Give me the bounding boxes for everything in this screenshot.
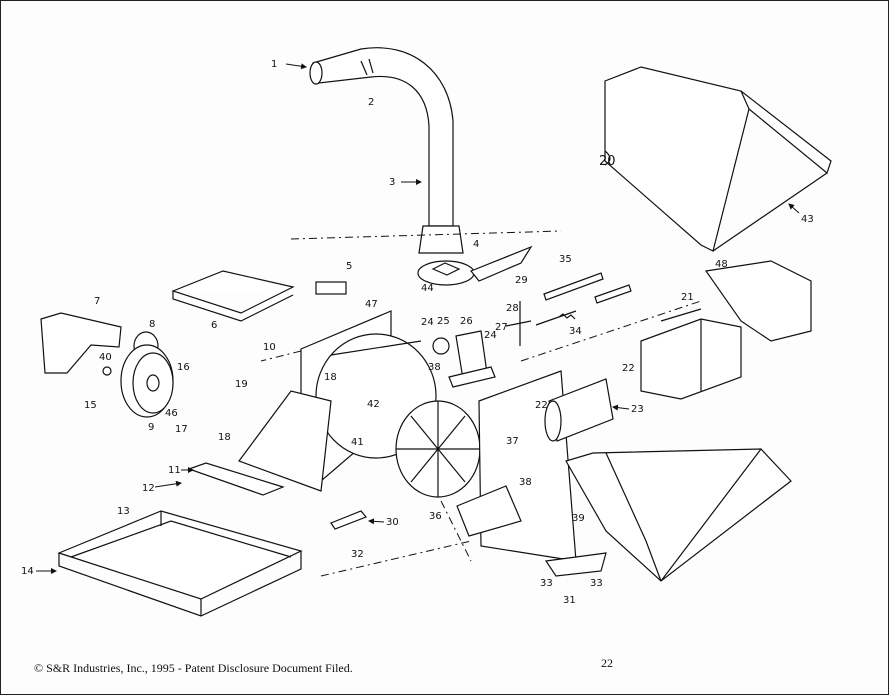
copyright-footer: © S&R Industries, Inc., 1995 - Patent Di… (34, 661, 353, 675)
part-label: 42 (367, 399, 380, 410)
part-label: 39 (572, 513, 585, 524)
mount-plate (456, 485, 522, 537)
part-label: 22 (535, 400, 548, 411)
part-label: 46 (165, 408, 178, 419)
top-cover (640, 260, 812, 400)
part-label: 1 (271, 59, 277, 70)
part-label: 3 (389, 177, 395, 188)
page-number: 22 (601, 656, 613, 670)
discharge-pipe (309, 47, 464, 254)
part-label: 20 (599, 154, 616, 169)
feed-chute (565, 448, 792, 582)
part-labels: 1 2 3 4 5 6 7 8 9 10 11 12 13 14 15 16 1… (21, 59, 814, 606)
part-label: 16 (177, 362, 190, 373)
part-label: 11 (168, 465, 181, 476)
part-label: 24 (421, 317, 434, 328)
part-label: 34 (569, 326, 582, 337)
hood (604, 66, 832, 252)
part-label: 35 (559, 254, 572, 265)
drive-pulley (102, 331, 174, 418)
engine-bracket (40, 312, 122, 374)
part-label: 2 (368, 97, 374, 108)
part-label: 13 (117, 506, 130, 517)
linkage (505, 272, 632, 346)
part-label: 24 (484, 330, 497, 341)
part-label: 48 (715, 259, 728, 270)
base-frame (57, 510, 303, 617)
part-label: 17 (175, 424, 188, 435)
part-label: 4 (473, 239, 479, 250)
part-label: 30 (386, 517, 399, 528)
mount-bracket (171, 270, 295, 322)
cutting-disk (395, 400, 481, 498)
part-label: 26 (460, 316, 473, 327)
part-label: 25 (437, 316, 450, 327)
part-label: 47 (365, 299, 378, 310)
part-label: 38 (519, 477, 532, 488)
part-label: 41 (351, 437, 364, 448)
part-label: 19 (235, 379, 248, 390)
part-label: 7 (94, 296, 100, 307)
part-label: 37 (506, 436, 519, 447)
part-label: 6 (211, 320, 217, 331)
part-label: 10 (263, 342, 276, 353)
part-label: 40 (99, 352, 112, 363)
part-label: 12 (142, 483, 155, 494)
part-label: 44 (421, 283, 434, 294)
gearbox (432, 330, 496, 388)
decal (315, 281, 347, 295)
part-label: 5 (346, 261, 352, 272)
part-label: 21 (681, 292, 694, 303)
part-label: 43 (801, 214, 814, 225)
part-label: 15 (84, 400, 97, 411)
part-label: 14 (21, 566, 34, 577)
link-bar (330, 510, 367, 530)
part-label: 29 (515, 275, 528, 286)
part-label: 33 (540, 578, 553, 589)
part-label: 18 (324, 372, 337, 383)
slide-rail (187, 462, 285, 496)
part-label: 27 (495, 322, 508, 333)
part-label: 18 (218, 432, 231, 443)
blade-plate (544, 552, 607, 577)
part-label: 32 (351, 549, 364, 560)
part-label: 9 (148, 422, 154, 433)
part-label: 33 (590, 578, 603, 589)
part-label: 22 (622, 363, 635, 374)
collar (417, 245, 533, 286)
part-label: 28 (506, 303, 519, 314)
part-label: 23 (631, 404, 644, 415)
feed-roller (544, 378, 614, 442)
part-label: 38 (428, 362, 441, 373)
part-label: 31 (563, 595, 576, 606)
part-label: 8 (149, 319, 155, 330)
part-label: 36 (429, 511, 442, 522)
